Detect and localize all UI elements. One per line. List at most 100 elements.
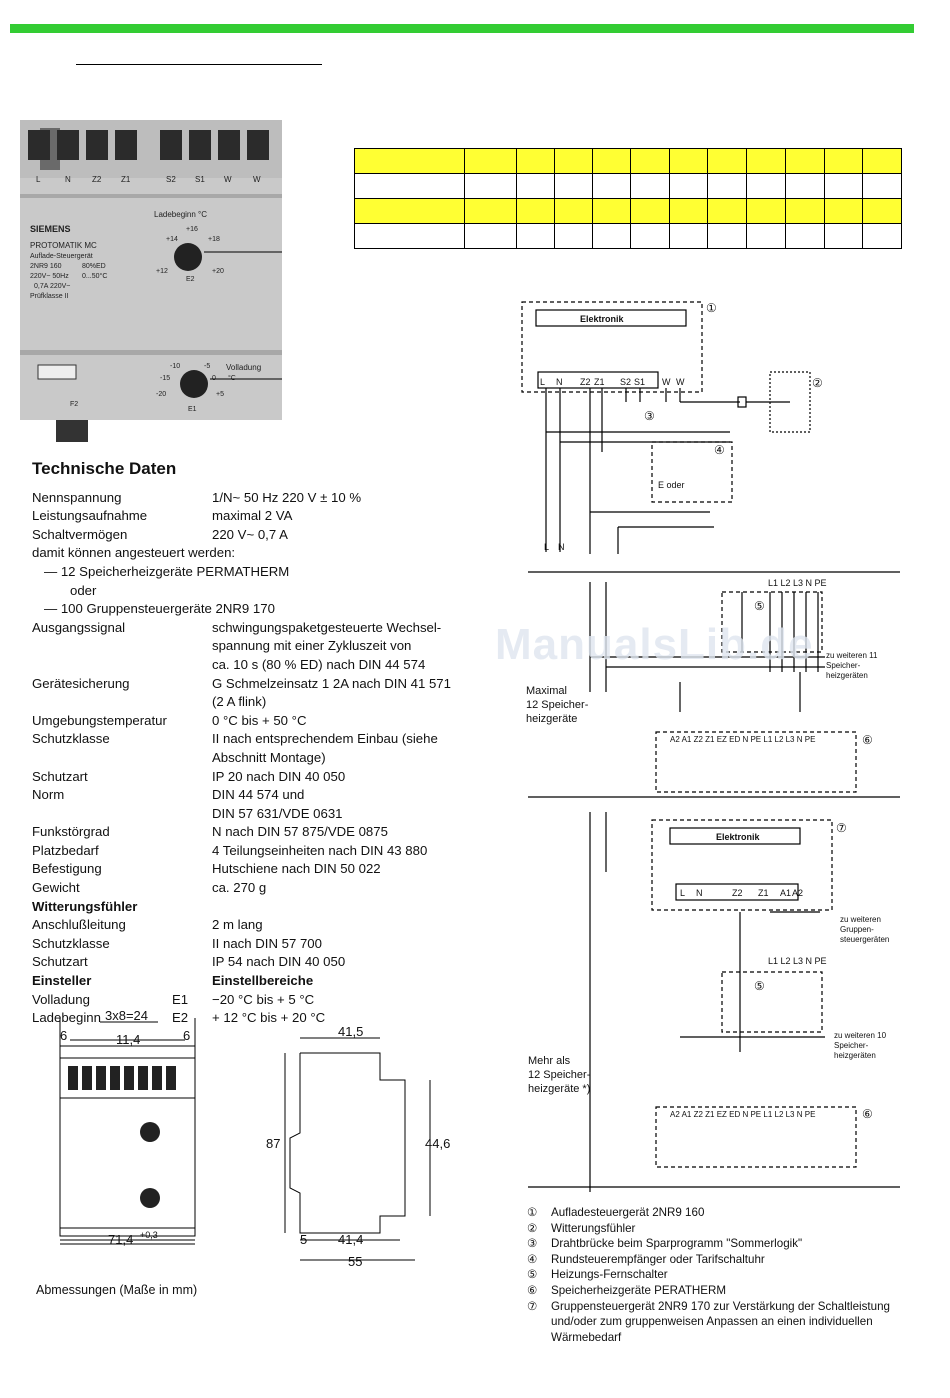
svg-text:⑥: ⑥ — [862, 1107, 873, 1121]
dimension-caption: Abmessungen (Maße in mm) — [36, 1283, 198, 1297]
svg-text:W: W — [676, 377, 685, 387]
svg-text:-5: -5 — [204, 363, 210, 370]
svg-text:+18: +18 — [208, 236, 220, 243]
svg-text:Z2: Z2 — [580, 377, 591, 387]
svg-text:A2 A1 Z2 Z1 EZ ED N PE L1 L2: A2 A1 Z2 Z1 EZ ED N PE L1 L2 L3 N PE — [670, 735, 815, 744]
svg-text:heizgeräte *): heizgeräte *) — [528, 1083, 590, 1095]
top-green-bar — [10, 24, 914, 33]
svg-text:Z2: Z2 — [732, 888, 743, 898]
svg-text:S1: S1 — [634, 377, 645, 387]
table-row — [354, 198, 903, 224]
svg-text:Z1: Z1 — [594, 377, 605, 387]
svg-text:Speicher-: Speicher- — [826, 661, 861, 670]
svg-text:Elektronik: Elektronik — [580, 314, 625, 324]
device-desc: 80%ED — [82, 263, 106, 270]
dial-title: Ladebeginn °C — [154, 210, 207, 219]
terminal-label: S1 — [195, 175, 205, 184]
device-model: PROTOMATIK MC — [30, 241, 97, 250]
terminal-label: W — [224, 175, 232, 184]
svg-text:④: ④ — [714, 443, 725, 457]
section-heading: Witterungsfühler — [32, 898, 138, 914]
svg-text:E2: E2 — [186, 276, 195, 283]
svg-text:heizgeräten: heizgeräten — [834, 1051, 876, 1060]
svg-text:⑥: ⑥ — [862, 733, 873, 747]
svg-text:3x8=24: 3x8=24 — [105, 1008, 148, 1023]
spec-text: damit können angesteuert werden: — [32, 545, 236, 561]
svg-text:44,6: 44,6 — [425, 1136, 450, 1151]
svg-text:S2: S2 — [620, 377, 631, 387]
device-desc: 0,7A 220V~ — [34, 283, 70, 290]
device-desc: Auflade-Steuergerät — [30, 253, 93, 260]
svg-text:A1: A1 — [780, 888, 791, 898]
svg-text:Mehr als: Mehr als — [528, 1055, 571, 1067]
dial-e1[interactable] — [180, 370, 208, 398]
svg-text:heizgeräten: heizgeräten — [826, 671, 868, 680]
svg-text:Elektronik: Elektronik — [716, 832, 761, 842]
svg-text:②: ② — [812, 376, 823, 390]
svg-text:L1 L2 L3 N PE: L1 L2 L3 N PE — [768, 578, 827, 588]
svg-text:N: N — [696, 888, 703, 898]
table-row — [354, 148, 903, 174]
spec-title: Technische Daten — [32, 459, 177, 478]
dimension-drawing: 3x8=24 6 11,4 6 71,4 +0,3 41,5 87 44,6 5… — [59, 1008, 450, 1269]
svg-text:6: 6 — [60, 1028, 67, 1043]
svg-text:12 Speicher-: 12 Speicher- — [528, 1069, 591, 1081]
svg-text:+14: +14 — [166, 236, 178, 243]
watermark: ManualsLib.de — [495, 620, 814, 669]
svg-text:N: N — [556, 377, 563, 387]
svg-text:steuergeräten: steuergeräten — [840, 935, 889, 944]
svg-text:L: L — [540, 377, 545, 387]
dial-e2[interactable] — [174, 243, 202, 271]
svg-text:A2 A1 Z2 Z1 EZ ED N PE L1 L2: A2 A1 Z2 Z1 EZ ED N PE L1 L2 L3 N PE — [670, 1110, 815, 1119]
svg-text:Z1: Z1 — [758, 888, 769, 898]
svg-text:+0,3: +0,3 — [140, 1230, 158, 1240]
svg-text:+20: +20 — [212, 268, 224, 275]
svg-text:W: W — [662, 377, 671, 387]
svg-text:③: ③ — [644, 409, 655, 423]
svg-text:41,5: 41,5 — [338, 1024, 363, 1039]
table-row — [354, 173, 903, 199]
svg-text:5: 5 — [300, 1232, 307, 1247]
brand: SIEMENS — [30, 224, 71, 234]
svg-text:Gruppen-: Gruppen- — [840, 925, 874, 934]
svg-text:Maximal: Maximal — [526, 685, 567, 697]
terminal-label: S2 — [166, 175, 176, 184]
svg-text:+5: +5 — [216, 391, 224, 398]
svg-text:⑦: ⑦ — [836, 821, 847, 835]
svg-text:55: 55 — [348, 1254, 362, 1269]
svg-text:E oder: E oder — [658, 480, 685, 490]
svg-text:L: L — [544, 542, 549, 552]
device-desc: 220V~ 50Hz — [30, 273, 69, 280]
svg-text:-15: -15 — [160, 375, 170, 382]
svg-text:A2: A2 — [792, 888, 803, 898]
wiring-diagram: Elektronik L N Z2 Z1 S2 S1 W W ① ② ③ ④ E… — [521, 301, 900, 1192]
svg-text:+12: +12 — [156, 268, 168, 275]
svg-text:87: 87 — [266, 1136, 280, 1151]
terminal-label: Z1 — [121, 175, 131, 184]
svg-text:heizgeräte: heizgeräte — [526, 713, 577, 725]
svg-text:L1 L2 L3 N PE: L1 L2 L3 N PE — [768, 956, 827, 966]
device-desc: 0...50°C — [82, 272, 107, 280]
terminal-label: W — [253, 175, 261, 184]
svg-text:E1: E1 — [188, 406, 197, 413]
device-desc: Prüfklasse II — [30, 293, 69, 300]
title-rule — [76, 64, 322, 65]
